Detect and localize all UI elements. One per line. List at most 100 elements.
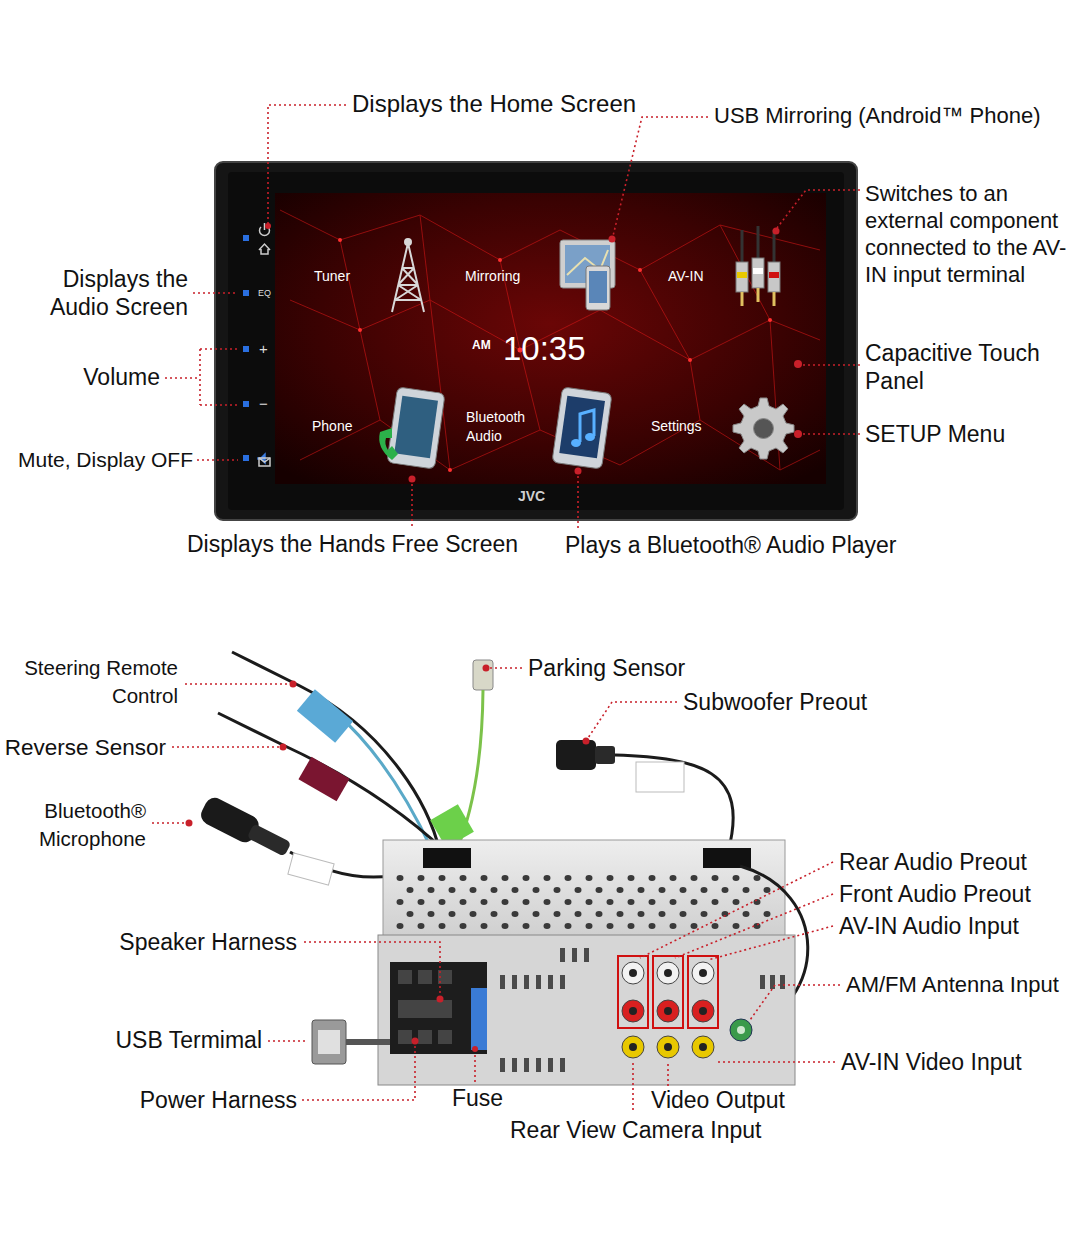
screen-dots bbox=[338, 238, 342, 242]
vent-holes bbox=[418, 899, 425, 905]
rca-jack bbox=[664, 969, 672, 977]
rca-jack bbox=[699, 1007, 707, 1015]
vent-holes bbox=[586, 899, 593, 905]
vent-holes bbox=[586, 875, 593, 881]
phone-icon bbox=[379, 387, 445, 469]
rca-plug-icon bbox=[752, 258, 764, 288]
leader-line bbox=[613, 117, 708, 236]
vent-holes bbox=[638, 911, 645, 917]
vent-holes bbox=[491, 911, 498, 917]
vent-holes bbox=[439, 875, 446, 881]
callout-label: Bluetooth® Microphone bbox=[0, 797, 146, 853]
leader-line bbox=[667, 1062, 669, 1086]
bluetooth-audio-icon bbox=[559, 396, 605, 459]
screen-pattern bbox=[640, 270, 700, 420]
vent-slots bbox=[780, 975, 785, 989]
tuner-icon bbox=[392, 239, 424, 312]
harness-slot bbox=[398, 970, 452, 1044]
head-unit bbox=[228, 172, 844, 510]
vent-holes bbox=[470, 887, 477, 893]
vent-holes bbox=[397, 923, 404, 929]
callout-label: Reverse Sensor bbox=[5, 734, 166, 761]
unit-rear bbox=[198, 794, 294, 862]
vent-holes bbox=[481, 875, 488, 881]
callout-label: Bluetooth Audio bbox=[466, 408, 550, 446]
leader-dot bbox=[583, 738, 590, 745]
leader-line bbox=[268, 1040, 308, 1042]
vent-holes bbox=[523, 923, 530, 929]
vent-holes bbox=[680, 887, 687, 893]
callout-label: Capacitive Touch Panel bbox=[865, 339, 1065, 395]
vent-holes bbox=[575, 887, 582, 893]
vent-holes bbox=[712, 875, 719, 881]
rca-plug-icon bbox=[737, 272, 747, 278]
vent-holes bbox=[449, 887, 456, 893]
button-indicator bbox=[243, 401, 249, 407]
vent-holes bbox=[554, 911, 561, 917]
screen-dots bbox=[358, 328, 362, 332]
callout-label: USB Termimal bbox=[115, 1027, 262, 1055]
unit-rear bbox=[247, 823, 292, 856]
leader-line bbox=[777, 190, 860, 228]
vent-holes bbox=[628, 923, 635, 929]
phone-icon bbox=[394, 396, 438, 458]
unit-rear bbox=[298, 757, 349, 802]
vent-holes bbox=[397, 875, 404, 881]
leader-dot bbox=[437, 996, 444, 1003]
vent-holes bbox=[670, 899, 677, 905]
screen-pattern bbox=[280, 210, 820, 470]
unit-rear bbox=[556, 740, 596, 770]
vent-holes bbox=[607, 899, 614, 905]
vent-holes bbox=[628, 899, 635, 905]
button-indicator bbox=[243, 290, 249, 296]
bluetooth-audio-icon bbox=[585, 433, 595, 441]
leader-line bbox=[172, 746, 280, 748]
vent-holes bbox=[523, 899, 530, 905]
rca-jack bbox=[699, 1043, 707, 1051]
callout-label: Displays the Home Screen bbox=[352, 90, 636, 119]
leader-line bbox=[675, 894, 833, 958]
callout-label: Displays the Audio Screen bbox=[3, 265, 188, 321]
vent-holes bbox=[460, 923, 467, 929]
vent-holes bbox=[733, 899, 740, 905]
screen-dots bbox=[448, 468, 452, 472]
vent-holes bbox=[470, 911, 477, 917]
vent-holes bbox=[596, 911, 603, 917]
callout-label: Plays a Bluetooth® Audio Player bbox=[565, 532, 896, 560]
leader-line bbox=[802, 433, 860, 435]
vent-slots bbox=[560, 1058, 565, 1072]
vent-holes bbox=[544, 923, 551, 929]
unit-rear bbox=[636, 762, 684, 792]
screen-dots bbox=[498, 258, 502, 262]
screen-dots bbox=[688, 358, 692, 362]
callout-label: AV-IN Audio Input bbox=[839, 913, 1019, 941]
rca-plug-icon bbox=[736, 262, 748, 292]
vent-holes bbox=[407, 887, 414, 893]
callout-label: Volume bbox=[83, 364, 160, 392]
button-indicator bbox=[243, 455, 249, 461]
callout-label: Rear Audio Preout bbox=[839, 849, 1027, 877]
leader-line bbox=[577, 474, 579, 528]
button-indicator bbox=[243, 235, 249, 461]
head-unit bbox=[275, 193, 826, 484]
vent-holes bbox=[638, 887, 645, 893]
rca-jack bbox=[629, 1043, 637, 1051]
vent-slots bbox=[536, 1058, 541, 1072]
vent-holes bbox=[397, 899, 404, 905]
rca-jack bbox=[664, 1007, 672, 1015]
settings-gear-icon bbox=[733, 398, 794, 459]
leader-dot bbox=[280, 744, 287, 751]
leader-dot bbox=[265, 223, 271, 229]
vent-holes bbox=[418, 875, 425, 881]
vent-holes bbox=[649, 899, 656, 905]
vent-holes bbox=[481, 923, 488, 929]
leader-line bbox=[750, 985, 840, 1020]
vent-holes bbox=[523, 875, 530, 881]
vent-slots bbox=[548, 1058, 553, 1072]
vent-slots bbox=[548, 975, 553, 989]
vent-slots bbox=[524, 1058, 529, 1072]
callout-label: Switches to an external component connec… bbox=[865, 180, 1077, 288]
harness-slot bbox=[438, 1030, 452, 1044]
vent-holes bbox=[596, 887, 603, 893]
leader-dot bbox=[609, 236, 616, 243]
